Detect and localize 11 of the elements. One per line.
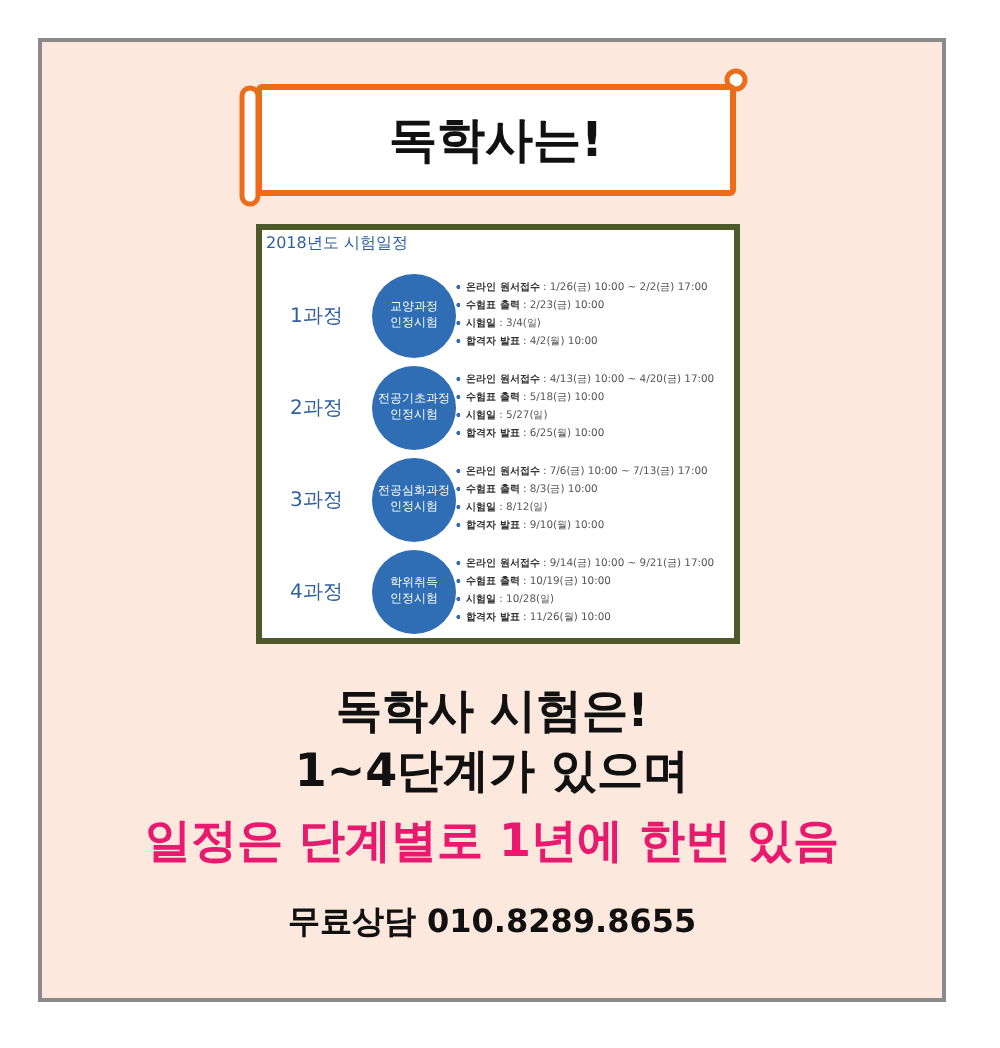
row-label: 3과정 [290,488,343,514]
contact-text: 무료상담 010.8289.8655 [287,902,697,944]
schedule-panel [256,224,740,644]
highlight-text: 일정은 단계별로 1년에 한번 있음 [144,814,840,872]
row-label: 4과정 [290,580,343,606]
row-label: 1과정 [290,304,343,330]
title-banner: 독학사는! [256,84,736,196]
heading-text: 독학사 시험은! [335,684,649,742]
panel-heading: 2018년도 시험일정 [266,232,408,254]
row-label: 2과정 [290,396,343,422]
heading-text: 1~4단계가 있으며 [294,744,690,802]
